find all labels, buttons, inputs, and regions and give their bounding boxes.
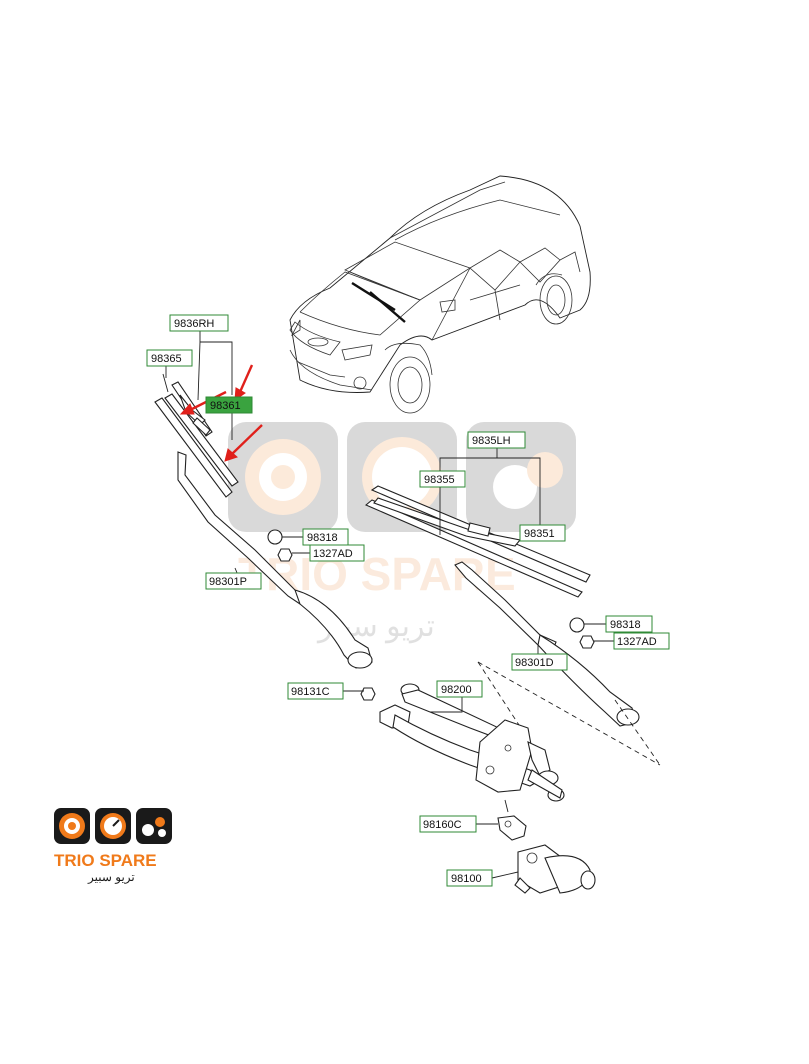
label-text-98361: 98361 [210,400,241,412]
label-98100: 98100 [446,869,493,887]
label-1327AD-upper: 1327AD [309,544,365,562]
trio-spare-logo: TRIO SPARE تريو سبير [54,808,172,884]
label-text-98301P: 98301P [209,576,247,588]
arrow-to-blade-end [231,424,263,455]
caps-and-nuts [267,529,595,701]
passenger-arm [177,451,373,669]
logo-tile-parts [136,808,172,844]
label-text-1327AD-lower: 1327AD [617,636,657,648]
label-98351: 98351 [519,524,566,542]
label-text-98131C: 98131C [291,686,330,698]
arrow-to-98361 [238,364,254,393]
logo-arabic: تريو سبير [87,870,135,884]
label-1327AD-lower: 1327AD [613,632,670,650]
car-illustration [289,175,591,414]
label-98131C: 98131C [287,682,344,700]
label-text-98355: 98355 [424,474,455,486]
crank [497,815,527,841]
label-text-98351: 98351 [524,528,555,540]
label-text-9836RH: 9836RH [174,318,214,330]
wiper-motor [514,844,596,894]
label-98318-upper: 98318 [302,528,349,546]
label-98160C: 98160C [419,815,477,833]
lh-blade-assembly [364,485,591,598]
label-text-98318-lower: 98318 [610,619,641,631]
label-98361: 98361 [205,396,253,414]
label-9835LH: 9835LH [467,431,526,449]
label-98365: 98365 [146,349,193,367]
label-text-9835LH: 9835LH [472,435,511,447]
label-text-98100: 98100 [451,873,482,885]
driver-arm [454,561,640,727]
label-98355: 98355 [419,470,466,488]
label-text-98318-upper: 98318 [307,532,338,544]
label-98301P: 98301P [205,572,262,590]
logo-name: TRIO SPARE [54,851,157,870]
label-text-1327AD-upper: 1327AD [313,548,353,560]
wiper-linkage [379,683,565,802]
label-text-98200: 98200 [441,684,472,696]
label-98318-lower: 98318 [605,615,653,633]
label-98301D: 98301D [511,653,568,671]
label-text-98301D: 98301D [515,657,554,669]
label-text-98365: 98365 [151,353,182,365]
label-text-98160C: 98160C [423,819,462,831]
label-98200: 98200 [436,680,483,698]
label-9836RH: 9836RH [169,314,229,332]
